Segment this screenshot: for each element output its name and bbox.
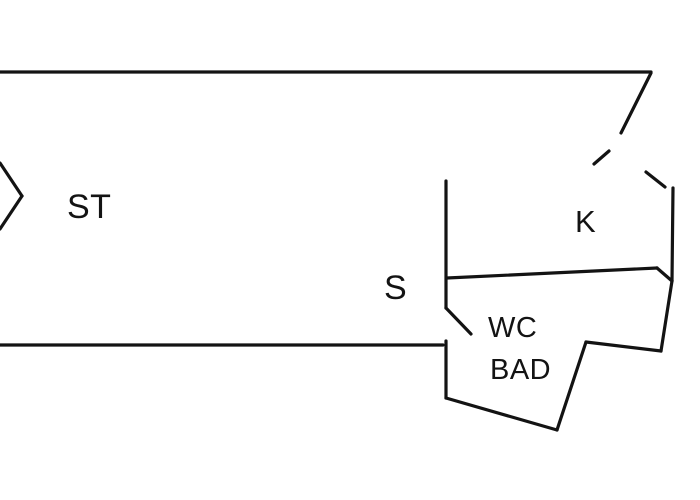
door-leaf-kitchen <box>644 170 667 189</box>
door-swing-left-lower <box>0 194 24 231</box>
wall-kitchen-divider <box>445 266 659 280</box>
wall-kitchen-divider-bend <box>655 266 674 283</box>
wall-right-lower-diagonal <box>659 279 674 353</box>
wall-entry-diagonal <box>592 149 611 166</box>
door-leaf-bath <box>444 306 473 336</box>
wall-bottom-right <box>584 340 663 353</box>
room-label-k: K <box>575 204 596 239</box>
room-label-st: ST <box>67 188 111 226</box>
room-label-wc: WC <box>488 312 537 344</box>
wall-topright-diagonal <box>619 71 653 135</box>
wall-right <box>670 186 675 283</box>
door-swing-left-upper <box>0 161 24 198</box>
room-label-s: S <box>384 269 407 307</box>
wall-bath-right <box>555 340 588 432</box>
room-label-bad: BAD <box>490 354 551 386</box>
wall-bath-bottom <box>444 396 559 432</box>
